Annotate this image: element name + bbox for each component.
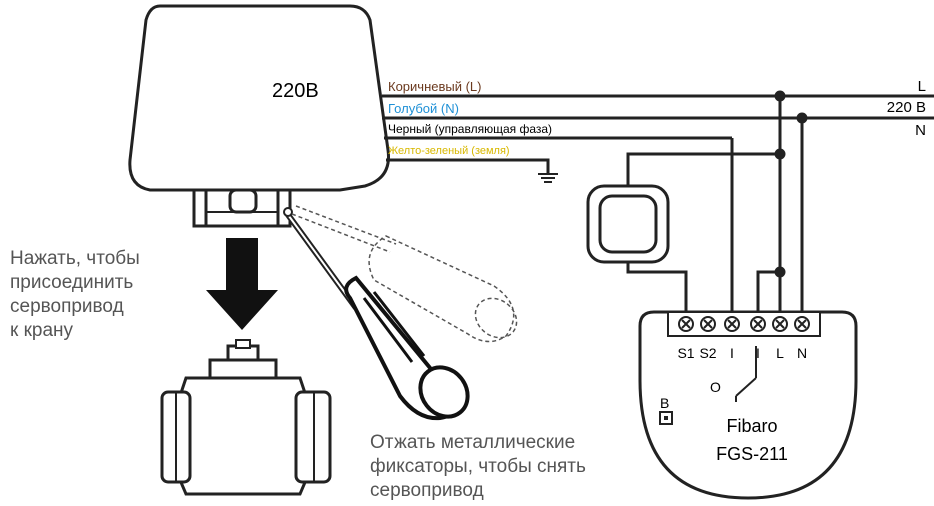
mains-line-label: L [918, 78, 926, 95]
down-arrow-icon [206, 238, 278, 330]
servo-actuator: 220В [128, 4, 391, 228]
terminal-screw-3 [724, 316, 740, 332]
terminal-label-6: N [797, 345, 807, 361]
module-brand: Fibaro [726, 416, 777, 436]
supply-wires [382, 94, 934, 183]
ball-valve [160, 339, 332, 496]
terminal-label-4: I [756, 345, 760, 361]
terminal-screws [678, 316, 810, 332]
module-wiring [626, 90, 808, 312]
terminal-label-1: S1 [677, 345, 694, 361]
terminal-label-2: S2 [699, 345, 716, 361]
wire-yellow-ground [386, 158, 550, 174]
wire-label-yellow: Желто-зеленый (земля) [388, 145, 510, 157]
actuator-voltage-label: 220В [272, 80, 319, 102]
screwdriver [283, 207, 470, 421]
module-housing [638, 310, 858, 500]
mains-voltage-label: 220 В [887, 99, 926, 116]
attach-line-2: присоединить [10, 272, 133, 293]
mains-neutral-label: N [915, 122, 926, 139]
terminal-label-3: I [730, 345, 734, 361]
terminal-label-5: L [776, 345, 784, 361]
terminal-screw-2 [700, 316, 716, 332]
relay-contact [735, 346, 757, 402]
terminal-screw-6 [794, 316, 810, 332]
detach-instruction: Отжать металлические фиксаторы, чтобы сн… [370, 432, 586, 501]
relay-label: O [710, 379, 721, 395]
attach-line-1: Нажать, чтобы [10, 248, 140, 269]
attach-line-3: сервопривод [10, 296, 124, 317]
wire-label-black: Черный (управляющая фаза) [388, 122, 552, 136]
wire-label-blue: Голубой (N) [388, 101, 459, 116]
attach-instruction: Нажать, чтобы присоединить сервопривод к… [10, 248, 140, 341]
module-model: FGS-211 [716, 444, 788, 464]
terminal-screw-5 [772, 316, 788, 332]
wire-label-brown: Коричневый (L) [388, 79, 482, 94]
ground-icon [538, 173, 558, 183]
actuator-housing [128, 4, 391, 192]
wall-switch [586, 184, 670, 264]
screwdriver-ghost [291, 205, 518, 343]
detach-line-3: сервопривод [370, 480, 484, 501]
terminal-screw-1 [678, 316, 694, 332]
attach-line-4: к крану [10, 320, 74, 341]
terminal-screw-4 [750, 316, 766, 332]
detach-line-2: фиксаторы, чтобы снять [370, 456, 586, 477]
actuator-mount-bracket [192, 188, 292, 228]
button-b-label: B [660, 395, 669, 411]
detach-line-1: Отжать металлические [370, 432, 575, 453]
